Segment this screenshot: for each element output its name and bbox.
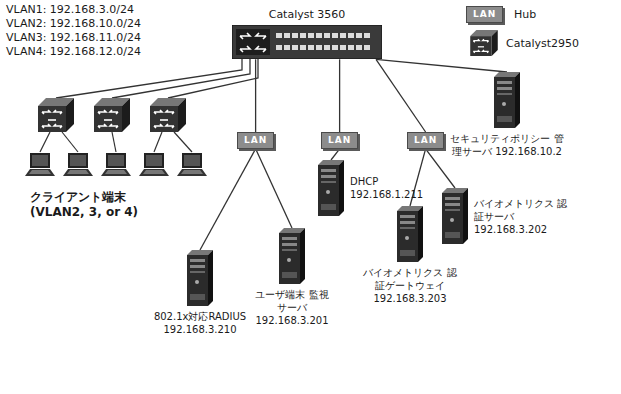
- server-icon: [494, 72, 520, 128]
- server-node: 802.1x対応RADIUS 192.168.3.210: [148, 250, 252, 336]
- vlan-label: VLAN2: 192.168.10.0/24: [6, 17, 141, 31]
- core-switch: Catalyst 3560: [232, 4, 382, 59]
- network-link: [256, 149, 292, 228]
- server-icon: [442, 188, 468, 244]
- catalyst3560-icon: [232, 25, 382, 59]
- catalyst2950-switches: [38, 98, 186, 132]
- vlan-label: VLAN3: 192.168.11.0/24: [6, 31, 141, 45]
- catalyst2950-icon: [38, 98, 74, 132]
- server-icon: [397, 206, 423, 262]
- server-label: バイオメトリクス 認証サーバ 192.168.3.202: [474, 197, 574, 236]
- hub-label: LAN: [414, 135, 437, 146]
- network-link: [376, 59, 507, 72]
- hub-box: LAN: [321, 132, 358, 149]
- server-icon: [279, 228, 305, 284]
- server-label: 802.1x対応RADIUS 192.168.3.210: [148, 310, 252, 336]
- legend-switch-sample: [470, 30, 498, 56]
- network-link: [200, 149, 256, 250]
- server-icon: [279, 228, 305, 284]
- server-icon: [397, 206, 423, 262]
- client-laptops: [25, 153, 207, 176]
- laptop-icon: [139, 153, 169, 176]
- hub-box: LAN: [237, 132, 274, 149]
- uplink-wires: [56, 54, 258, 98]
- legend-hub-sample: LAN: [466, 6, 503, 23]
- client-wires: [40, 132, 192, 152]
- vlan-label: VLAN1: 192.168.3.0/24: [6, 3, 134, 17]
- switch-label: Catalyst 3560: [269, 8, 346, 22]
- server-node: セキュリティポリシー 管理サーバ 192.168.10.2: [447, 72, 567, 158]
- vlan-label: VLAN4: 192.168.12.0/24: [6, 45, 141, 59]
- server-node: バイオメトリクス 認証サーバ 192.168.3.202: [442, 188, 574, 244]
- network-link: [331, 149, 340, 160]
- network-link: [255, 59, 256, 132]
- laptop-icon: [63, 153, 93, 176]
- server-icon: [442, 188, 468, 244]
- laptop-icon: [25, 153, 55, 176]
- server-node: ユーザ端末 監視サーバ 192.168.3.201: [254, 228, 330, 327]
- server-label: バイオメトリクス 認証ゲートウェイ 192.168.3.203: [362, 266, 458, 305]
- catalyst2950-icon: [94, 98, 130, 132]
- laptop-icon: [177, 153, 207, 176]
- hub-box: LAN: [407, 132, 444, 149]
- legend-hub-text: LAN: [473, 9, 496, 20]
- hub-label: LAN: [328, 135, 351, 146]
- server-icon: [318, 160, 344, 216]
- server-label: セキュリティポリシー 管理サーバ 192.168.10.2: [447, 132, 567, 158]
- legend-text: Catalyst2950: [506, 37, 579, 51]
- server-icon: [187, 250, 213, 306]
- hub-label: LAN: [244, 135, 267, 146]
- server-icon: [187, 250, 213, 306]
- catalyst2950-icon: [150, 98, 186, 132]
- catalyst3560-icon: [232, 25, 382, 59]
- server-icon: [318, 160, 344, 216]
- network-link: [376, 59, 426, 132]
- server-label: DHCP 192.168.1.211: [350, 175, 434, 201]
- client-label: クライアント端末 (VLAN2, 3, or 4): [30, 190, 170, 220]
- server-label: ユーザ端末 監視サーバ 192.168.3.201: [254, 288, 330, 327]
- laptop-icon: [101, 153, 131, 176]
- network-link: [426, 149, 455, 188]
- server-icon: [494, 72, 520, 128]
- network-link: [339, 59, 340, 132]
- legend-text: Hub: [514, 8, 536, 22]
